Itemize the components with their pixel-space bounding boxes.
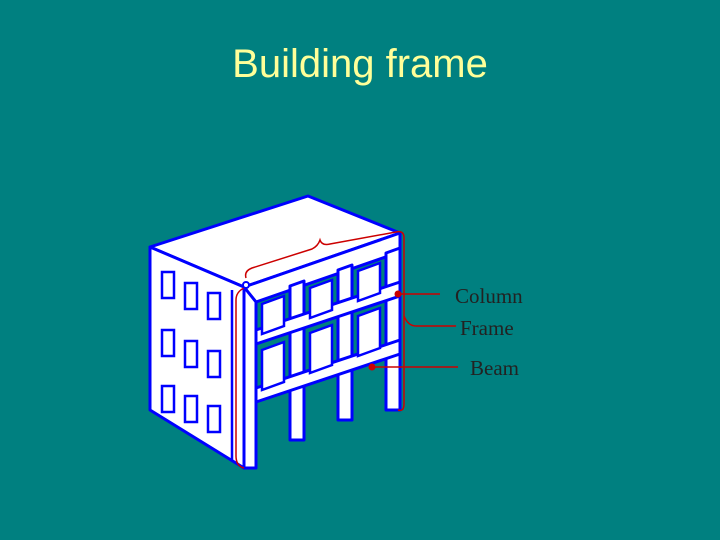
callout-leaders	[372, 293, 458, 368]
label-beam: Beam	[470, 356, 519, 380]
slide-title: Building frame	[232, 42, 488, 86]
leader-dots	[242, 281, 402, 371]
side-wall-windows	[160, 270, 222, 434]
label-column: Column	[455, 284, 523, 308]
frame-openings	[260, 261, 382, 392]
frame-braces	[235, 230, 417, 469]
label-frame: Frame	[460, 316, 514, 340]
